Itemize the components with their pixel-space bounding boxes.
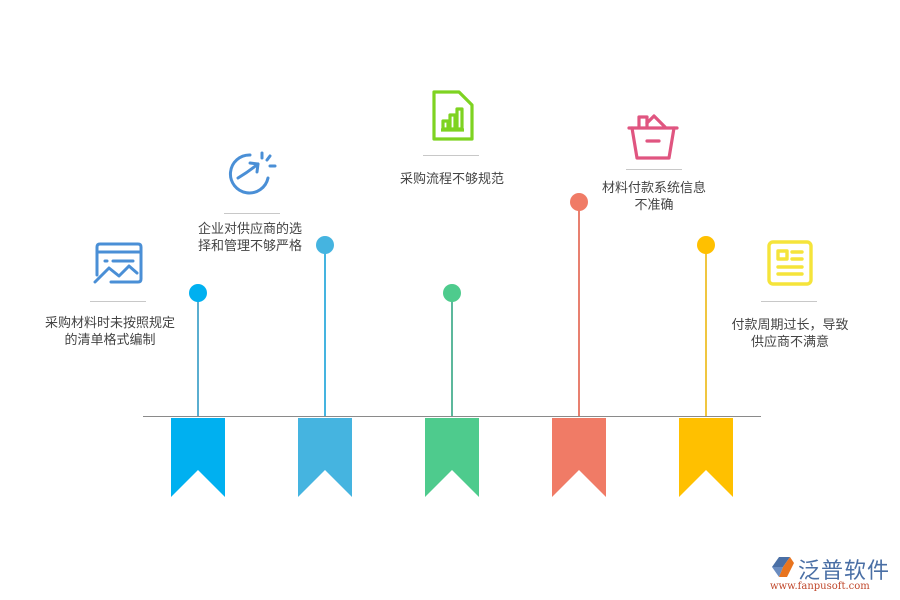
stem-1 (197, 292, 199, 416)
flag-3 (425, 418, 479, 498)
item-label-3: 采购流程不够规范 (382, 171, 522, 188)
stem-2 (324, 245, 326, 416)
dot-5 (697, 236, 715, 254)
divider-1 (90, 301, 146, 302)
label-line: 供应商不满意 (750, 335, 829, 350)
document-chart-icon (431, 89, 475, 147)
label-line: 材料付款系统信息 (601, 181, 706, 196)
logo-name: 泛普软件 (798, 559, 891, 584)
flag-2 (298, 418, 352, 498)
dot-1 (189, 284, 207, 302)
label-line: 采购流程不够规范 (399, 172, 504, 187)
label-line: 采购材料时未按照规定 (44, 316, 175, 331)
refresh-arrow-icon (228, 150, 280, 200)
stem-4 (578, 202, 580, 416)
basket-icon (627, 113, 679, 167)
divider-2 (224, 213, 280, 214)
divider-4 (626, 169, 682, 170)
item-label-1: 采购材料时未按照规定 的清单格式编制 (20, 315, 200, 349)
logo-mark-icon (772, 557, 794, 577)
label-line: 企业对供应商的选 (197, 222, 302, 237)
label-line: 择和管理不够严格 (197, 239, 302, 254)
stem-5 (705, 245, 707, 416)
news-doc-icon (766, 239, 814, 291)
timeline-baseline (143, 416, 761, 417)
item-label-5: 付款周期过长，导致 供应商不满意 (720, 317, 860, 351)
divider-3 (423, 155, 479, 156)
flag-4 (552, 418, 606, 498)
dot-3 (443, 284, 461, 302)
flag-1 (171, 418, 225, 498)
logo-url: www.fanpusoft.com (770, 581, 870, 592)
divider-5 (761, 301, 817, 302)
dot-4 (570, 193, 588, 211)
label-line: 不准确 (634, 198, 674, 213)
brand-logo: 泛普软件 www.fanpusoft.com (770, 553, 895, 595)
flag-5 (679, 418, 733, 498)
stem-3 (451, 292, 453, 416)
label-line: 的清单格式编制 (64, 333, 156, 348)
dot-2 (316, 236, 334, 254)
image-card-icon (93, 241, 145, 291)
item-label-4: 材料付款系统信息 不准确 (584, 180, 724, 214)
item-label-2: 企业对供应商的选 择和管理不够严格 (180, 221, 320, 255)
label-line: 付款周期过长，导致 (731, 318, 849, 333)
